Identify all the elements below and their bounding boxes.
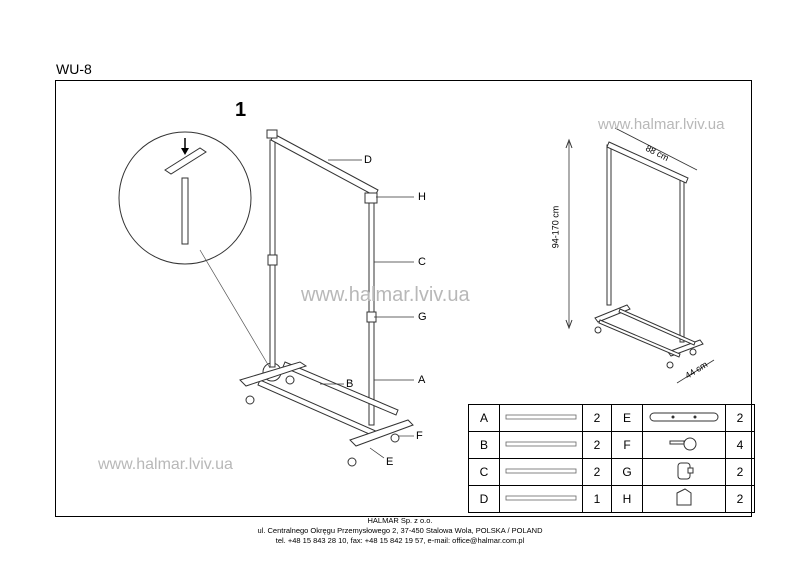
parts-table: A 2 E 2 B 2 F 4 C 2 G 2 D 1 H 2 xyxy=(468,404,755,513)
part-qty: 2 xyxy=(582,404,612,432)
parts-row: D 1 H 2 xyxy=(468,485,755,513)
company-name: HALMAR Sp. z o.o. xyxy=(367,516,433,525)
part-qty: 2 xyxy=(725,485,755,513)
parts-row: A 2 E 2 xyxy=(468,404,755,432)
label-f: F xyxy=(416,430,423,442)
detail-leader xyxy=(199,249,271,369)
label-b: B xyxy=(346,378,354,390)
label-c: C xyxy=(418,256,426,268)
company-address: ul. Centralnego Okręgu Przemysłowego 2, … xyxy=(257,526,543,535)
part-letter: D xyxy=(468,485,500,513)
bottom-bar-b2 xyxy=(282,361,399,416)
step-number: 1 xyxy=(235,99,247,121)
instruction-frame xyxy=(55,80,752,517)
part-letter: G xyxy=(611,458,643,486)
model-name: WU-8 xyxy=(56,61,92,77)
upright-c-left xyxy=(269,139,276,261)
part-b-image xyxy=(499,431,583,459)
width-dimension-line xyxy=(614,127,698,171)
top-bar-d xyxy=(270,133,379,197)
label-g: G xyxy=(418,311,427,323)
part-qty: 2 xyxy=(725,404,755,432)
parts-row: C 2 G 2 xyxy=(468,458,755,486)
part-letter: F xyxy=(611,431,643,459)
upright-a-right xyxy=(368,319,375,426)
foot-e-right xyxy=(349,419,414,447)
part-letter: B xyxy=(468,431,500,459)
part-g-image xyxy=(642,458,726,486)
label-e: E xyxy=(386,456,394,468)
part-letter: E xyxy=(611,404,643,432)
label-a: A xyxy=(418,374,426,386)
bottom-bar-b1 xyxy=(257,379,379,438)
part-d-image xyxy=(499,485,583,513)
watermark: www.halmar.lviv.ua xyxy=(98,456,233,473)
label-d: D xyxy=(364,154,372,166)
part-qty: 2 xyxy=(582,458,612,486)
part-f-image xyxy=(642,431,726,459)
part-e-image xyxy=(642,404,726,432)
part-h-image xyxy=(642,485,726,513)
depth-dimension-line xyxy=(676,359,715,384)
part-c-image xyxy=(499,458,583,486)
part-qty: 2 xyxy=(582,431,612,459)
label-h: H xyxy=(418,191,426,203)
detail-circle xyxy=(118,131,252,265)
foot-e-left xyxy=(239,361,308,387)
part-letter: A xyxy=(468,404,500,432)
part-qty: 4 xyxy=(725,431,755,459)
parts-row: B 2 F 4 xyxy=(468,431,755,459)
part-qty: 2 xyxy=(725,458,755,486)
height-dimension: 94-170 cm xyxy=(550,205,561,249)
upright-a-left xyxy=(269,261,276,368)
footer: HALMAR Sp. z o.o. ul. Centralnego Okręgu… xyxy=(0,516,800,546)
part-a-image xyxy=(499,404,583,432)
part-letter: C xyxy=(468,458,500,486)
watermark: www.halmar.lviv.ua xyxy=(598,116,725,133)
part-letter: H xyxy=(611,485,643,513)
company-contact: tel. +48 15 843 28 10, fax: +48 15 842 1… xyxy=(275,536,525,545)
watermark: www.halmar.lviv.ua xyxy=(301,284,470,306)
part-qty: 1 xyxy=(582,485,612,513)
